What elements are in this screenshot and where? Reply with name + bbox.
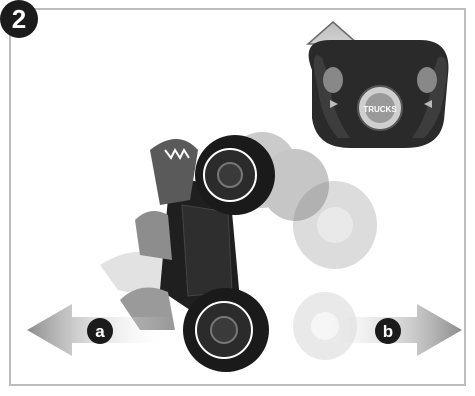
remote-control bbox=[309, 40, 449, 148]
step-number-badge: 2 bbox=[0, 0, 38, 38]
direction-label-a: a bbox=[87, 318, 113, 344]
direction-label-b: b bbox=[375, 318, 401, 344]
remote-logo-text: TRUCKS bbox=[363, 105, 397, 114]
